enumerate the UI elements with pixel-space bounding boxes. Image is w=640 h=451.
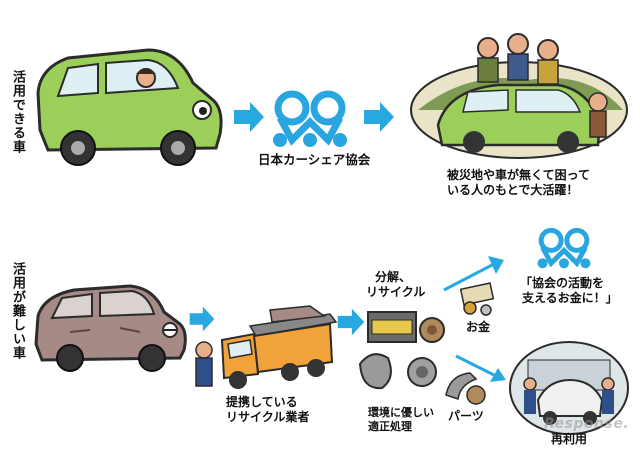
arrow-down-right-icon xyxy=(455,354,506,382)
repair-shop-scene xyxy=(509,341,629,435)
money-illustration xyxy=(459,282,495,316)
parts-illustration xyxy=(445,372,486,405)
org-name: 日本カーシェア協会 xyxy=(258,152,371,167)
disaster-area-scene xyxy=(410,33,628,159)
disassembly-caption-line1: 分解、 xyxy=(375,270,412,284)
brown-car-illustration xyxy=(34,284,187,372)
support-caption-line2: 支えるお金に！」 xyxy=(522,291,618,305)
parts-label: パーツ xyxy=(448,409,484,423)
partner-caption-line2: リサイクル業者 xyxy=(226,410,310,424)
usable-car-label: 活用できる車 xyxy=(10,70,25,154)
green-car-illustration xyxy=(36,48,223,166)
disaster-caption-line2: いる人のもとで大活躍！ xyxy=(447,183,579,197)
disposal-caption-line2: 適正処理 xyxy=(368,420,412,433)
car-share-logo-icon xyxy=(273,90,347,147)
arrow-up-right-icon xyxy=(443,256,504,292)
disposal-caption-line1: 環境に優しい xyxy=(368,406,434,419)
arrow-right-icon xyxy=(189,306,215,332)
reuse-label: 再利用 xyxy=(551,432,588,446)
arrow-right-icon xyxy=(364,102,394,132)
partner-caption-line1: 提携している xyxy=(226,395,298,409)
arrow-right-icon xyxy=(337,308,365,336)
watermark: Response. xyxy=(544,416,630,432)
disassembly-caption-line2: リサイクル xyxy=(366,285,426,299)
difficult-car-label: 活用が難しい車 xyxy=(10,262,25,360)
arrow-right-icon xyxy=(234,102,264,132)
disaster-caption-line1: 被災地や車が無くて困って xyxy=(447,168,591,182)
car-share-logo-icon xyxy=(537,227,591,269)
disassembled-parts-illustration xyxy=(358,311,445,390)
tow-truck-illustration xyxy=(195,305,338,389)
money-label: お金 xyxy=(466,320,491,334)
support-caption-line1: 「協会の活動を xyxy=(520,276,605,290)
